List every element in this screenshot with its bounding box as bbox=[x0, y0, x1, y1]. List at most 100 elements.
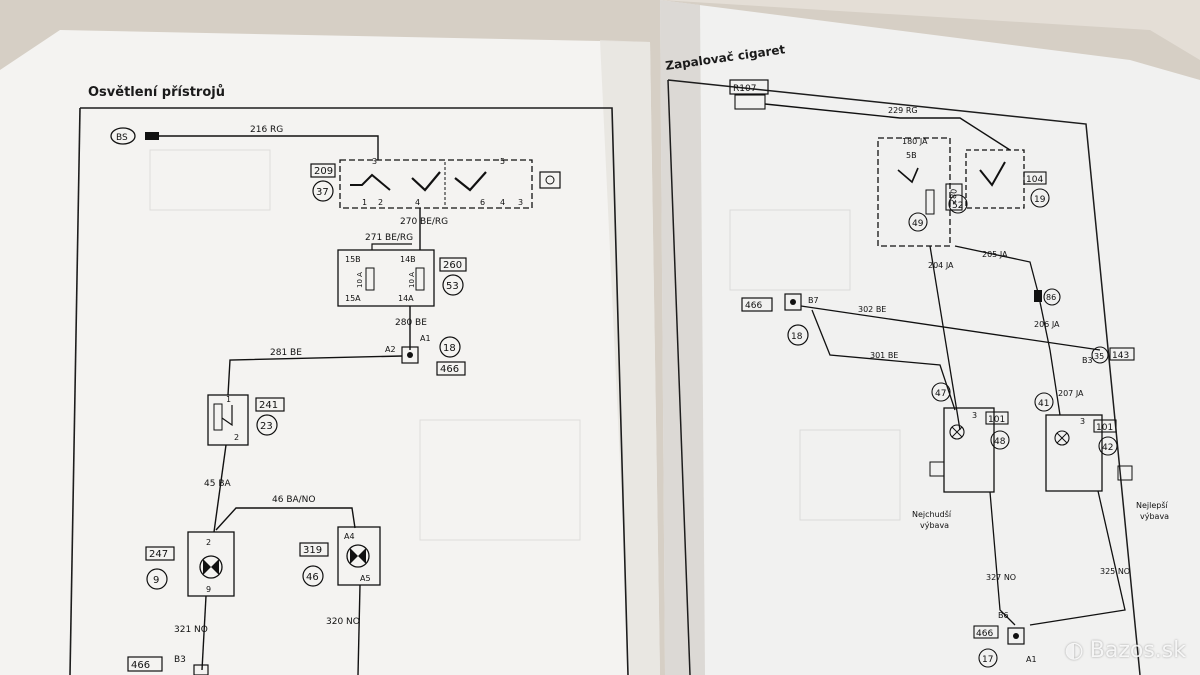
circle-18-label: 18 bbox=[443, 343, 456, 354]
pin-label: B3 bbox=[174, 655, 186, 665]
rheostat-wiper bbox=[221, 405, 233, 427]
lamp-cross bbox=[1056, 432, 1068, 444]
relay-coil bbox=[925, 189, 935, 215]
rheostat-element bbox=[213, 403, 223, 431]
circle-47 bbox=[931, 382, 951, 402]
pin-label: A4 bbox=[344, 532, 355, 541]
lamp-symbol-icon bbox=[539, 171, 561, 189]
note-best-line2: výbava bbox=[1140, 512, 1169, 521]
wire-327-label: 327 NO bbox=[986, 573, 1016, 582]
wire-206-label: 206 JA bbox=[1034, 320, 1060, 329]
fuse-element bbox=[415, 267, 425, 291]
fuse-rating: 10 A bbox=[356, 272, 364, 288]
lamp-319-bulb-icon bbox=[346, 544, 370, 568]
pin-label: A2 bbox=[385, 345, 396, 354]
pin-label: A1 bbox=[1026, 655, 1037, 664]
circle-41 bbox=[1034, 392, 1054, 412]
box-260-label: 260 bbox=[443, 260, 462, 271]
pin-label: A5 bbox=[360, 574, 371, 583]
circle-17 bbox=[978, 648, 998, 668]
junction-b6 bbox=[1007, 627, 1025, 645]
circle-37-label: 37 bbox=[316, 187, 329, 198]
circle-19 bbox=[1030, 188, 1050, 208]
circle-9-label: 9 bbox=[153, 575, 159, 586]
box-104-label: 104 bbox=[1026, 175, 1043, 185]
wire-205 bbox=[954, 245, 1041, 301]
wire-216-label: 216 RG bbox=[250, 125, 283, 135]
pin-label: 9 bbox=[206, 585, 211, 594]
box-r107-label: R107 bbox=[733, 84, 756, 94]
box-209 bbox=[310, 163, 336, 178]
left-frame bbox=[80, 107, 629, 675]
box-104 bbox=[1023, 171, 1047, 185]
box-466-bottom-label: 466 bbox=[131, 660, 150, 671]
pin-label: 4 bbox=[500, 198, 505, 207]
lamp-cross bbox=[350, 548, 366, 564]
wire-281-label: 281 BE bbox=[270, 348, 302, 358]
box-466 bbox=[436, 361, 466, 376]
circle-86-label: 86 bbox=[1046, 293, 1056, 302]
lighter-lamp-101-left bbox=[943, 407, 995, 493]
ground-block bbox=[193, 664, 209, 675]
wire-229-label: 229 RG bbox=[888, 106, 918, 115]
box-101-right bbox=[1093, 419, 1117, 433]
fuse-pin: 14B bbox=[400, 255, 416, 264]
lamp-319 bbox=[337, 526, 381, 586]
circle-42 bbox=[1098, 436, 1118, 456]
lighter-switch bbox=[979, 161, 1006, 187]
lamp-247-bulb-icon bbox=[199, 555, 223, 579]
pin-label: 2 bbox=[378, 198, 383, 207]
relay-contact bbox=[897, 167, 919, 184]
note-poorest-line1: Nejchudší bbox=[912, 509, 952, 519]
pin-label: 1 bbox=[362, 198, 367, 207]
relay-280-housing bbox=[877, 137, 951, 247]
box-260 bbox=[439, 257, 467, 272]
wire-320 bbox=[357, 584, 361, 675]
pin-label: B6 bbox=[998, 611, 1009, 620]
table-highlight bbox=[0, 0, 1200, 60]
watermark: ◐ Bazos.sk bbox=[1065, 638, 1186, 663]
pin-label: 4 bbox=[415, 198, 420, 207]
junction-dot bbox=[790, 299, 796, 305]
circle-46 bbox=[302, 565, 324, 587]
lamp-bulb-icon bbox=[949, 424, 965, 440]
fuse-element bbox=[365, 267, 375, 291]
option-marker-icon bbox=[929, 461, 945, 477]
fuse-pin: 15B bbox=[345, 255, 361, 264]
circle-47-label: 47 bbox=[935, 389, 946, 399]
lamp-247 bbox=[187, 531, 235, 597]
box-319-label: 319 bbox=[303, 545, 322, 556]
switch-contact bbox=[350, 173, 391, 191]
lamp-cross bbox=[951, 426, 963, 438]
wire-321-label: 321 NO bbox=[174, 625, 208, 635]
circle-23 bbox=[256, 414, 278, 436]
pin-label: 5 bbox=[500, 157, 505, 166]
connector-86 bbox=[1034, 290, 1042, 302]
box-466-right-bottom bbox=[973, 625, 999, 639]
pin-label: 2 bbox=[206, 538, 211, 547]
wire-321 bbox=[201, 595, 207, 671]
lighter-104-housing bbox=[965, 149, 1025, 209]
circle-9 bbox=[146, 568, 168, 590]
wire-207-label: 207 JA bbox=[1058, 389, 1084, 398]
circle-48-label: 48 bbox=[994, 437, 1006, 447]
wire-205-label: 205 JA bbox=[982, 250, 1008, 259]
wire-45-label: 45 BA bbox=[204, 479, 231, 489]
box-280 bbox=[945, 183, 963, 211]
junction-b7 bbox=[784, 293, 802, 311]
right-frame bbox=[667, 79, 1141, 675]
box-466-right bbox=[741, 297, 773, 312]
bs-terminal bbox=[110, 127, 136, 145]
circle-18 bbox=[439, 336, 461, 358]
box-r107 bbox=[729, 79, 769, 95]
wire-271 bbox=[371, 243, 412, 250]
pin-label: A1 bbox=[420, 334, 431, 343]
wire-271-label: 271 BE/RG bbox=[365, 233, 413, 243]
box-101-right-label: 101 bbox=[1096, 423, 1113, 433]
box-319 bbox=[299, 542, 329, 557]
switch-contact bbox=[454, 171, 487, 192]
wire-325 bbox=[1029, 490, 1126, 626]
circle-46-label: 46 bbox=[306, 572, 319, 583]
wire-325-label: 325 NO bbox=[1100, 567, 1130, 576]
